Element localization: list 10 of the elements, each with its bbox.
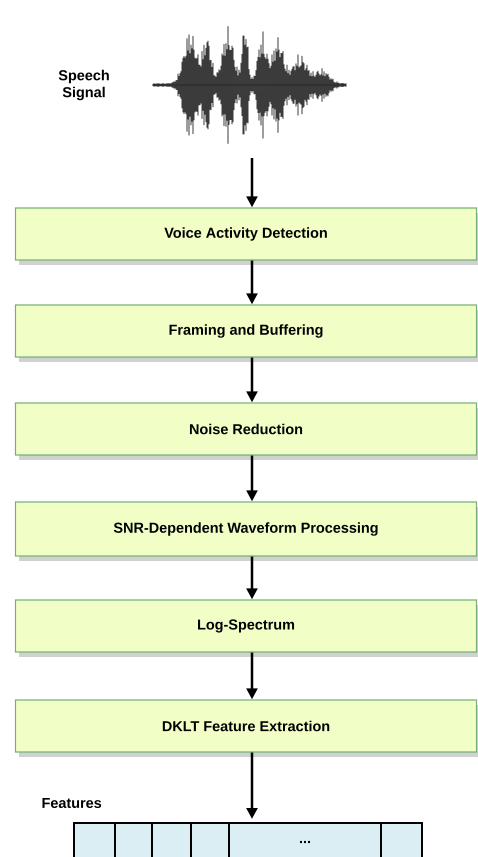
process-box: Log-Spectrum xyxy=(14,599,478,657)
vector-heading: Features xyxy=(42,798,102,808)
process-box: Voice Activity Detection xyxy=(14,207,478,265)
feature-vector: ... xyxy=(73,822,423,857)
waveform-drawing xyxy=(152,26,346,144)
signal-label: Speech Signal xyxy=(58,70,109,100)
process-box: SNR-Dependent Waveform Processing xyxy=(14,501,478,561)
process-box: DKLT Feature Extraction xyxy=(14,699,478,757)
process-box: Framing and Buffering xyxy=(14,304,478,362)
process-box: Noise Reduction xyxy=(14,402,478,460)
